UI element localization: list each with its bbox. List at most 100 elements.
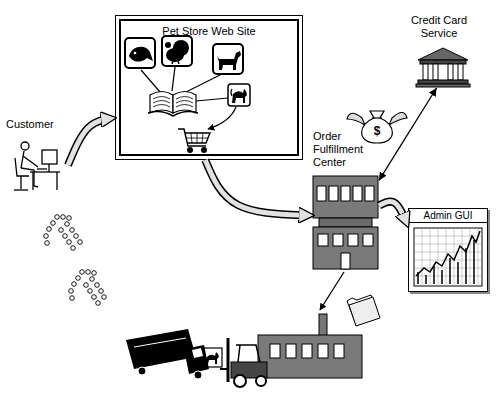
- cat: [232, 89, 247, 103]
- window: [348, 234, 358, 246]
- bank-base: [418, 80, 468, 84]
- chart-line: [416, 231, 480, 276]
- chart-bars: [418, 240, 474, 284]
- dot: [86, 270, 91, 275]
- cart-wheel: [202, 148, 207, 153]
- arrow-outline: [68, 118, 115, 165]
- truck: [126, 329, 209, 379]
- cart-grid: [186, 133, 208, 143]
- node-label: Admin GUI: [409, 209, 487, 223]
- catalog-book: [141, 67, 228, 116]
- turkey-head: [165, 42, 171, 48]
- cat: [206, 352, 219, 364]
- shipping-arrow: [320, 272, 344, 310]
- chart-frame: [414, 228, 482, 286]
- leg: [21, 168, 38, 187]
- chair-leg: [20, 176, 21, 189]
- icon-frame: [213, 44, 243, 74]
- chair: [15, 158, 29, 176]
- dot-trail: [69, 270, 107, 306]
- node-label: Order Fulfillment Center: [313, 130, 379, 169]
- forklift-fork: [220, 368, 229, 370]
- window: [363, 234, 373, 246]
- flow-arrow: [379, 201, 408, 226]
- dot: [71, 246, 76, 251]
- dot: [51, 221, 56, 226]
- book-lines: [153, 97, 193, 108]
- wheel: [194, 371, 202, 379]
- body: [21, 151, 24, 168]
- admin-chart: [414, 228, 482, 286]
- turkey-leg: [172, 61, 173, 64]
- cat-tail: [231, 89, 232, 96]
- arrow-outline: [379, 201, 408, 226]
- chimney: [319, 314, 327, 336]
- bank-step: [416, 84, 470, 87]
- window: [286, 344, 296, 358]
- dot: [61, 215, 66, 220]
- dot: [99, 289, 104, 294]
- wing: [347, 113, 365, 125]
- cat-icon: [228, 84, 250, 106]
- desk-leg: [56, 172, 57, 190]
- leader-line: [196, 98, 228, 101]
- bank-icon: [416, 48, 470, 87]
- node-label: Pet Store Web Site: [116, 16, 302, 38]
- window: [317, 186, 326, 201]
- folder-front: [349, 297, 380, 326]
- dot: [96, 301, 101, 306]
- window: [270, 344, 280, 358]
- window: [329, 186, 338, 201]
- forklift-mast: [227, 338, 230, 382]
- truck-stripe: [134, 338, 186, 347]
- door: [341, 253, 350, 269]
- money-bag: [347, 111, 407, 143]
- bag-tie: [372, 117, 382, 118]
- shopping-cart: [178, 129, 210, 152]
- currency-symbol: $: [370, 124, 384, 138]
- window: [318, 234, 328, 246]
- bank-column: [458, 64, 463, 80]
- head: [21, 142, 29, 150]
- building-node: Order Fulfillment Center: [313, 130, 379, 270]
- keyboard: [37, 168, 47, 169]
- truck-cab: [184, 345, 209, 374]
- monitor-stand: [48, 164, 49, 172]
- customer-node: Customer: [6, 118, 68, 194]
- dot: [102, 295, 107, 300]
- book-page: [173, 92, 196, 114]
- arrow-outline: [205, 160, 313, 215]
- dot: [72, 282, 77, 287]
- dot: [65, 222, 70, 227]
- leader-line: [186, 74, 222, 92]
- dot: [95, 283, 100, 288]
- wing: [389, 113, 407, 126]
- dot: [47, 227, 52, 232]
- folder: [347, 295, 380, 326]
- warehouse: [258, 314, 362, 378]
- connector-line: [379, 88, 437, 180]
- icon-frame: [125, 38, 155, 68]
- fish-eye: [134, 52, 137, 55]
- arrow-shaft: [379, 201, 408, 226]
- forklift-cab: [236, 345, 260, 362]
- window: [353, 186, 362, 201]
- building-middle: [319, 218, 372, 227]
- chart-grid: [414, 228, 482, 286]
- bank-column: [433, 64, 438, 80]
- bank-column: [423, 64, 428, 80]
- arrow-shaft: [68, 118, 115, 165]
- wheel: [234, 375, 246, 387]
- dot: [55, 215, 60, 220]
- dot: [74, 234, 79, 239]
- window: [333, 234, 343, 246]
- node-label: Customer: [6, 118, 68, 131]
- bank-node: Credit Card Service: [398, 14, 480, 88]
- dot: [44, 234, 49, 239]
- bank-entablature: [420, 60, 466, 64]
- dog-icon: [213, 44, 243, 74]
- link-line: [379, 88, 437, 180]
- book-spine: [148, 112, 198, 116]
